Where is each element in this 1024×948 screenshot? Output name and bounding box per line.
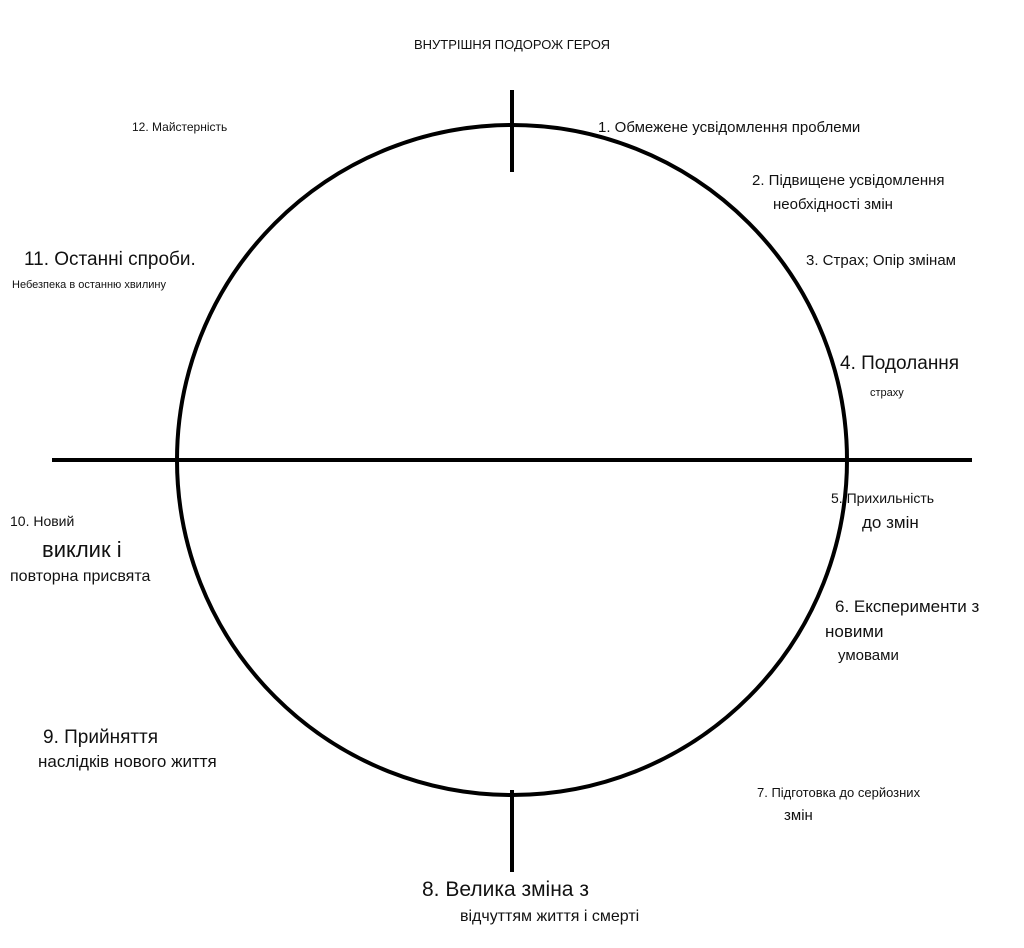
- stage-8-line1: 8. Велика зміна з: [422, 878, 589, 901]
- stage-4-line1: 4. Подолання: [840, 353, 960, 374]
- stage-6-line3: умовами: [838, 647, 899, 664]
- stage-3: 3. Страх; Опір змінам: [806, 252, 956, 269]
- stage-5-line2: до змін: [862, 513, 919, 532]
- stage-10-line3: повторна присвята: [10, 568, 151, 585]
- stage-7-line1: 7. Підготовка до серйозних: [757, 785, 921, 800]
- stage-5-line1: 5. Прихильність: [831, 490, 935, 506]
- stage-6-line2: новими: [825, 622, 884, 641]
- stage-10-line1: 10. Новий: [10, 513, 75, 529]
- stage-6-line1: 6. Експерименти з: [835, 597, 980, 616]
- stage-12: 12. Майстерність: [132, 120, 228, 134]
- stage-8-line2: відчуттям життя і смерті: [460, 908, 640, 925]
- stage-4-line2: страху: [870, 387, 904, 399]
- stage-2-line1: 2. Підвищене усвідомлення: [752, 172, 945, 189]
- stage-9-line2: наслідків нового життя: [38, 752, 217, 771]
- diagram-title: ВНУТРІШНЯ ПОДОРОЖ ГЕРОЯ: [413, 37, 611, 52]
- stage-9-line1: 9. Прийняття: [43, 727, 159, 748]
- stage-11-line2: Небезпека в останню хвилину: [12, 279, 166, 291]
- stage-11-line1: 11. Останні спроби.: [24, 249, 196, 270]
- stage-1: 1. Обмежене усвідомлення проблеми: [598, 119, 861, 136]
- stage-7-line2: змін: [784, 807, 813, 824]
- stage-2-line2: необхідності змін: [773, 196, 893, 213]
- stage-10-line2: виклик і: [42, 537, 122, 562]
